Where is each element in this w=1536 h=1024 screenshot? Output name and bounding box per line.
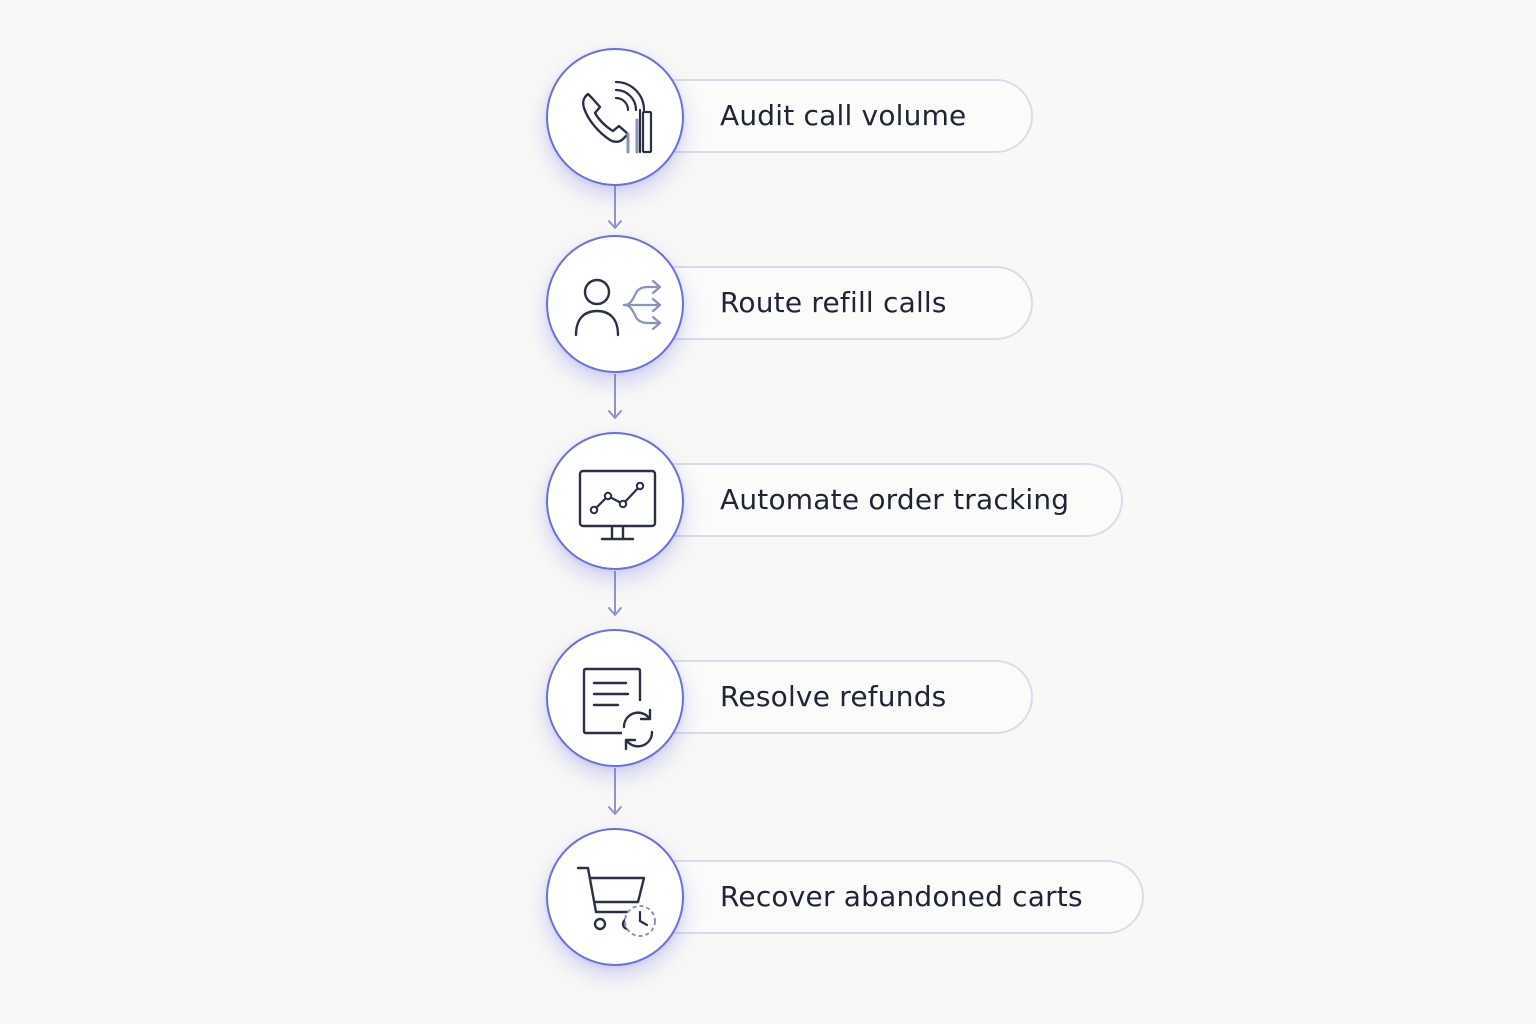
step-3-node: [546, 432, 684, 570]
step-2-label: Route refill calls: [720, 286, 947, 319]
step-1-label: Audit call volume: [720, 99, 967, 132]
step-5-pill: [615, 860, 1144, 934]
step-3-pill: [615, 463, 1123, 537]
step-1-pill: [615, 79, 1033, 153]
cart-clock-icon: [576, 866, 656, 937]
connector-arrow-4: [605, 768, 625, 818]
monitor-line-chart-icon: [578, 469, 657, 541]
phone-call-volume-icon: [582, 80, 653, 154]
document-refresh-icon: [582, 667, 654, 751]
connector-arrow-2: [605, 374, 625, 422]
step-5-label: Recover abandoned carts: [720, 880, 1083, 913]
connector-arrow-3: [605, 571, 625, 619]
step-2-pill: [615, 266, 1033, 340]
step-3-label: Automate order tracking: [720, 483, 1070, 516]
step-1-node: [546, 48, 684, 186]
step-5-node: [546, 828, 684, 966]
step-2-node: [546, 235, 684, 373]
person-routing-arrows-icon: [574, 278, 662, 337]
step-4-node: [546, 629, 684, 767]
step-4-pill: [615, 660, 1033, 734]
step-4-label: Resolve refunds: [720, 680, 947, 713]
connector-arrow-1: [605, 186, 625, 232]
